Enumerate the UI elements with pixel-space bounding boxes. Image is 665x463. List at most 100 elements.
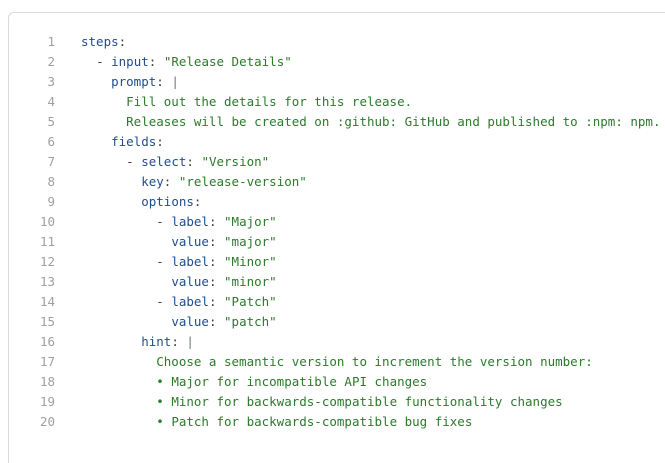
code-token-key: value (171, 234, 209, 249)
code-token-punc (81, 394, 156, 409)
code-line-row: 10 - label: "Major" (9, 212, 665, 232)
code-token-pipe: | (171, 74, 179, 89)
code-line-content[interactable]: value: "minor" (67, 272, 665, 292)
code-token-punc (81, 274, 171, 289)
line-number: 18 (39, 374, 55, 389)
code-token-key: prompt (111, 74, 157, 89)
code-token-punc (81, 134, 111, 149)
code-token-bullet: • (156, 414, 164, 429)
code-line-content[interactable]: - label: "Minor" (67, 252, 665, 272)
code-token-punc: : (118, 34, 127, 49)
code-token-str: "Patch" (224, 294, 277, 309)
code-token-punc (104, 54, 112, 69)
code-line-content[interactable]: - select: "Version" (67, 152, 665, 172)
code-line-content[interactable]: options: (67, 192, 665, 212)
code-line-content[interactable]: Releases will be created on :github: Git… (67, 112, 665, 132)
code-line-row: 6 fields: (9, 132, 665, 152)
code-token-txt: Major for incompatible API changes (163, 374, 428, 389)
code-line-row: 7 - select: "Version" (9, 152, 665, 172)
code-line-row: 5 Releases will be created on :github: G… (9, 112, 665, 132)
line-number: 14 (39, 294, 55, 309)
line-number: 10 (39, 214, 55, 229)
code-line-row: 13 value: "minor" (9, 272, 665, 292)
code-token-key: hint (141, 334, 172, 349)
line-number: 15 (39, 314, 55, 329)
line-number: 17 (39, 354, 55, 369)
code-token-punc: : (186, 154, 202, 169)
code-line-content[interactable]: • Major for incompatible API changes (67, 372, 665, 392)
code-token-dash: - (126, 154, 134, 169)
code-line-row: 2 - input: "Release Details" (9, 52, 665, 72)
code-token-txt: Patch for backwards-compatible bug fixes (163, 414, 473, 429)
line-number: 11 (39, 234, 55, 249)
code-token-str: "Release Details" (163, 54, 292, 69)
code-line-row: 15 value: "patch" (9, 312, 665, 332)
code-token-punc (81, 294, 156, 309)
code-token-punc (81, 154, 126, 169)
code-line-content[interactable]: Choose a semantic version to increment t… (67, 352, 665, 372)
code-token-txt: Choose a semantic version to increment t… (81, 354, 593, 369)
line-number: 8 (47, 174, 55, 189)
code-token-punc (81, 174, 141, 189)
line-number: 6 (47, 134, 55, 149)
code-token-punc (81, 374, 156, 389)
code-token-key: label (171, 254, 209, 269)
line-number: 2 (47, 54, 55, 69)
code-token-key: value (171, 274, 209, 289)
code-line-content[interactable]: • Patch for backwards-compatible bug fix… (67, 412, 665, 432)
line-number: 13 (39, 274, 55, 289)
code-token-dash: - (96, 54, 104, 69)
code-line-content[interactable]: - input: "Release Details" (67, 52, 665, 72)
code-line-content[interactable]: value: "major" (67, 232, 665, 252)
code-token-punc (81, 314, 171, 329)
code-token-punc: : (148, 54, 164, 69)
code-token-punc: : (193, 194, 202, 209)
code-token-punc: : (208, 314, 225, 329)
code-token-txt: Minor for backwards-compatible functiona… (163, 394, 563, 409)
code-token-pipe: | (186, 334, 194, 349)
code-token-key: label (171, 294, 209, 309)
code-token-dash: - (156, 214, 164, 229)
code-token-str: "patch" (224, 314, 277, 329)
code-line-content[interactable]: - label: "Major" (67, 212, 665, 232)
code-token-punc: : (208, 254, 225, 269)
code-token-str: "Version" (201, 154, 270, 169)
code-token-punc: : (208, 274, 225, 289)
code-token-punc: : (208, 294, 225, 309)
code-line-row: 3 prompt: | (9, 72, 665, 92)
code-line-row: 8 key: "release-version" (9, 172, 665, 192)
code-line-row: 4 Fill out the details for this release. (9, 92, 665, 112)
code-token-punc (81, 334, 141, 349)
code-line-content[interactable]: value: "patch" (67, 312, 665, 332)
code-line-row: 9 options: (9, 192, 665, 212)
line-number: 4 (47, 94, 55, 109)
code-line-row: 17 Choose a semantic version to incremen… (9, 352, 665, 372)
code-line-row: 16 hint: | (9, 332, 665, 352)
code-line-content[interactable]: fields: (67, 132, 665, 152)
line-number: 19 (39, 394, 55, 409)
code-token-dash: - (156, 254, 164, 269)
code-token-txt: Fill out the details for this release. (81, 94, 413, 109)
code-line-content[interactable]: steps: (67, 32, 665, 52)
code-token-punc (81, 414, 156, 429)
code-line-row: 19 • Minor for backwards-compatible func… (9, 392, 665, 412)
code-token-str: "minor" (224, 274, 277, 289)
code-token-str: "Minor" (224, 254, 277, 269)
code-line-content[interactable]: prompt: | (67, 72, 665, 92)
code-token-punc: : (156, 134, 164, 149)
code-line-content[interactable]: hint: | (67, 332, 665, 352)
code-line-content[interactable]: key: "release-version" (67, 172, 665, 192)
code-line-content[interactable]: • Minor for backwards-compatible functio… (67, 392, 665, 412)
code-line-row: 20 • Patch for backwards-compatible bug … (9, 412, 665, 432)
line-number: 5 (47, 114, 55, 129)
code-line-content[interactable]: Fill out the details for this release. (67, 92, 665, 112)
code-token-key: steps (81, 34, 119, 49)
code-line-content[interactable]: - label: "Patch" (67, 292, 665, 312)
code-token-str: "release-version" (178, 174, 307, 189)
code-token-key: options (141, 194, 194, 209)
code-token-punc (81, 214, 156, 229)
code-token-punc (81, 54, 96, 69)
